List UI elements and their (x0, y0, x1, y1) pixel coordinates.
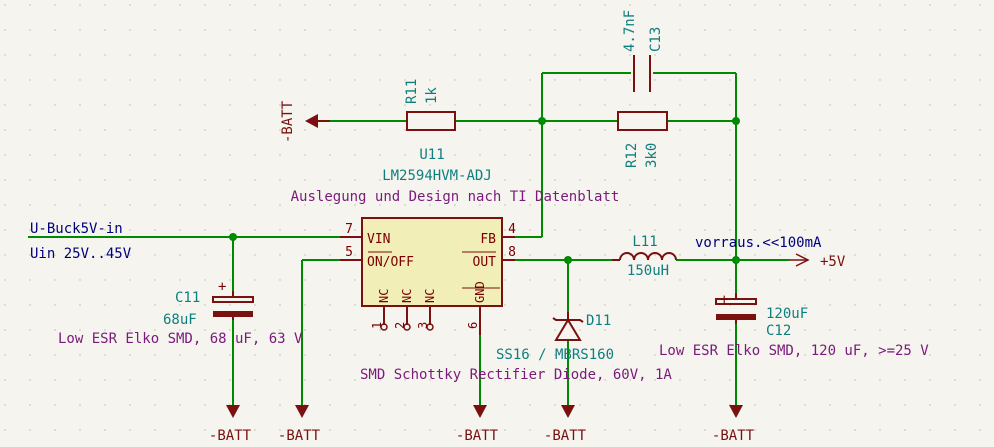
batt-label-c12: -BATT (712, 428, 755, 444)
pin-nc2-label: NC (400, 289, 414, 303)
c11-value: 68uF (163, 312, 197, 328)
pin-vin-number: 7 (345, 222, 353, 237)
l11-value: 150uH (627, 263, 669, 279)
junctions (229, 117, 740, 264)
c12-plus: + (720, 292, 728, 308)
pin-gnd-label: GND (473, 281, 487, 303)
r11-value: 1k (424, 87, 440, 104)
batt-symbol-onoff (295, 405, 309, 418)
c11-plus: + (218, 279, 226, 295)
d11-value: SS16 / MBRS160 (496, 347, 614, 363)
c13-value: 4.7nF (622, 10, 638, 52)
d11-diode[interactable] (552, 312, 584, 341)
pin-onoff-number: 5 (345, 245, 353, 260)
batt-symbol-c11 (226, 405, 240, 418)
c11-capacitor[interactable] (212, 291, 254, 320)
pin-nc1-number: 1 (370, 322, 384, 329)
u11-ic[interactable] (340, 217, 515, 335)
pin-nc3-number: 3 (416, 322, 430, 329)
c12-note: Low ESR Elko SMD, 120 uF, >=25 V (659, 343, 929, 359)
batt-symbol-d11 (561, 405, 575, 418)
batt-symbol-c12 (729, 405, 743, 418)
batt-label-c11: -BATT (209, 428, 252, 444)
input-net-label: U-Buck5V-in (30, 221, 123, 237)
u11-value: LM2594HVM-ADJ (382, 168, 492, 184)
input-range-label: Uin 25V..45V (30, 246, 132, 262)
pin-fb-number: 4 (508, 222, 516, 237)
c13-ref: C13 (648, 27, 664, 52)
pin-nc2-number: 2 (393, 322, 407, 329)
u11-ref: U11 (419, 147, 444, 163)
batt-top-label: -BATT (280, 100, 296, 143)
u11-note: Auslegung und Design nach TI Datenblatt (291, 189, 620, 205)
output-net-label: +5V (820, 254, 846, 270)
batt-label-d11: -BATT (544, 428, 587, 444)
c11-ref: C11 (175, 290, 200, 306)
c12-ref: C12 (766, 323, 791, 339)
c13-capacitor[interactable] (633, 55, 651, 92)
d11-note: SMD Schottky Rectifier Diode, 60V, 1A (360, 367, 672, 383)
r12-ref: R12 (624, 143, 640, 168)
c12-capacitor[interactable] (715, 293, 757, 324)
pin-gnd-number: 6 (466, 322, 480, 329)
batt-label-gnd: -BATT (456, 428, 499, 444)
pin-out-label: OUT (473, 255, 497, 270)
r12-resistor[interactable] (617, 111, 668, 131)
r11-resistor[interactable] (406, 111, 456, 131)
pin-nc3-label: NC (423, 289, 437, 303)
plus5v-arrow-icon (790, 253, 810, 267)
pin-onoff-label: ON/OFF (367, 255, 414, 270)
pin-nc1-label: NC (377, 289, 391, 303)
batt-label-onoff: -BATT (278, 428, 321, 444)
c11-note: Low ESR Elko SMD, 68 uF, 63 V (58, 331, 303, 347)
r11-ref: R11 (404, 79, 420, 104)
r12-value: 3k0 (644, 143, 660, 168)
pin-out-number: 8 (508, 245, 516, 260)
pin-fb-label: FB (480, 232, 496, 247)
l11-inductor[interactable] (612, 252, 677, 261)
pin-vin-label: VIN (367, 232, 390, 247)
batt-top-arrow-icon (305, 114, 330, 128)
output-current-note: vorraus.<<100mA (695, 235, 822, 251)
batt-symbol-gnd (473, 405, 487, 418)
c12-value: 120uF (766, 306, 808, 322)
l11-ref: L11 (632, 234, 657, 250)
d11-ref: D11 (586, 313, 611, 329)
